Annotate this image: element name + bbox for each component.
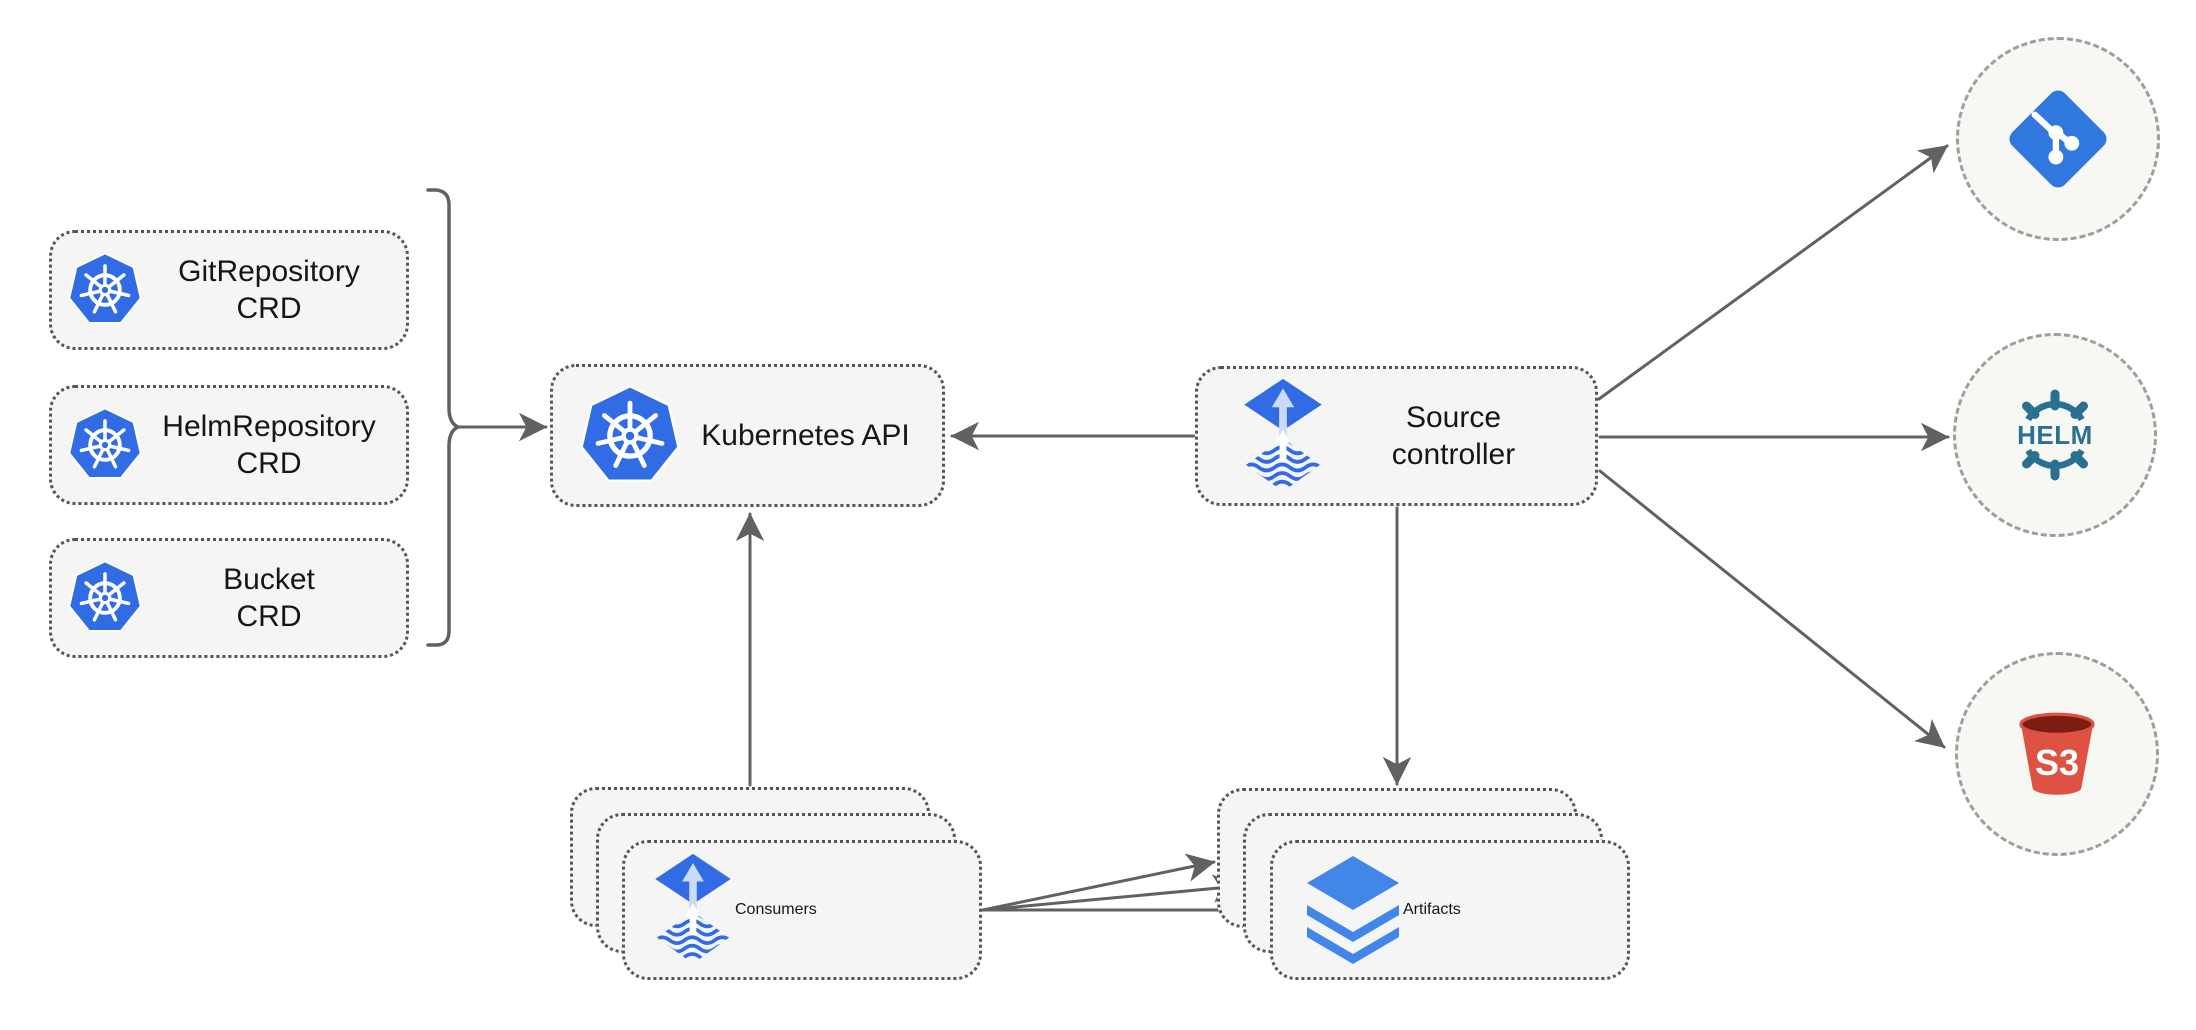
kubernetes-icon bbox=[577, 383, 683, 489]
s3-wordmark: S3 bbox=[2035, 742, 2079, 783]
helmrepository-crd-label: HelmRepository CRD bbox=[162, 410, 376, 480]
arrow-source-to-git bbox=[1597, 144, 1949, 401]
arrow-source-to-s3 bbox=[1598, 469, 1946, 749]
arrow-consumers-to-artifacts-mid bbox=[981, 874, 1242, 912]
flux-icon bbox=[1240, 378, 1326, 495]
helmrepository-crd-node: HelmRepository CRD bbox=[49, 385, 409, 505]
gitrepository-crd-node: GitRepository CRD bbox=[49, 230, 409, 350]
flux-icon bbox=[651, 853, 735, 967]
s3-circle: S3 bbox=[1955, 652, 2159, 856]
source-controller-label: Source controller bbox=[1391, 401, 1516, 471]
arrow-consumers-to-artifacts-back bbox=[981, 853, 1216, 912]
bucket-crd-label: Bucket CRD bbox=[223, 563, 315, 633]
artifacts-label: Artifacts bbox=[1403, 901, 1461, 918]
consumers-node: Consumers bbox=[622, 840, 982, 980]
git-icon bbox=[2009, 90, 2107, 188]
source-controller-node: Source controller bbox=[1195, 366, 1598, 506]
s3-bucket-icon: S3 bbox=[2019, 712, 2095, 795]
gitrepository-crd-label: GitRepository CRD bbox=[178, 255, 360, 325]
kubernetes-api-label: Kubernetes API bbox=[701, 419, 910, 452]
kubernetes-icon bbox=[66, 251, 144, 329]
kubernetes-icon bbox=[66, 406, 144, 484]
git-circle bbox=[1956, 37, 2160, 241]
layers-icon bbox=[1303, 854, 1403, 966]
crd-group-bracket bbox=[426, 188, 460, 647]
artifacts-node: Artifacts bbox=[1270, 840, 1630, 980]
bucket-crd-node: Bucket CRD bbox=[49, 538, 409, 658]
helm-icon: HELM bbox=[2017, 389, 2093, 481]
kubernetes-api-node: Kubernetes API bbox=[550, 364, 945, 507]
helm-circle: HELM bbox=[1953, 333, 2157, 537]
kubernetes-icon bbox=[66, 559, 144, 637]
helm-wordmark: HELM bbox=[2017, 420, 2093, 450]
consumers-label: Consumers bbox=[735, 901, 817, 918]
